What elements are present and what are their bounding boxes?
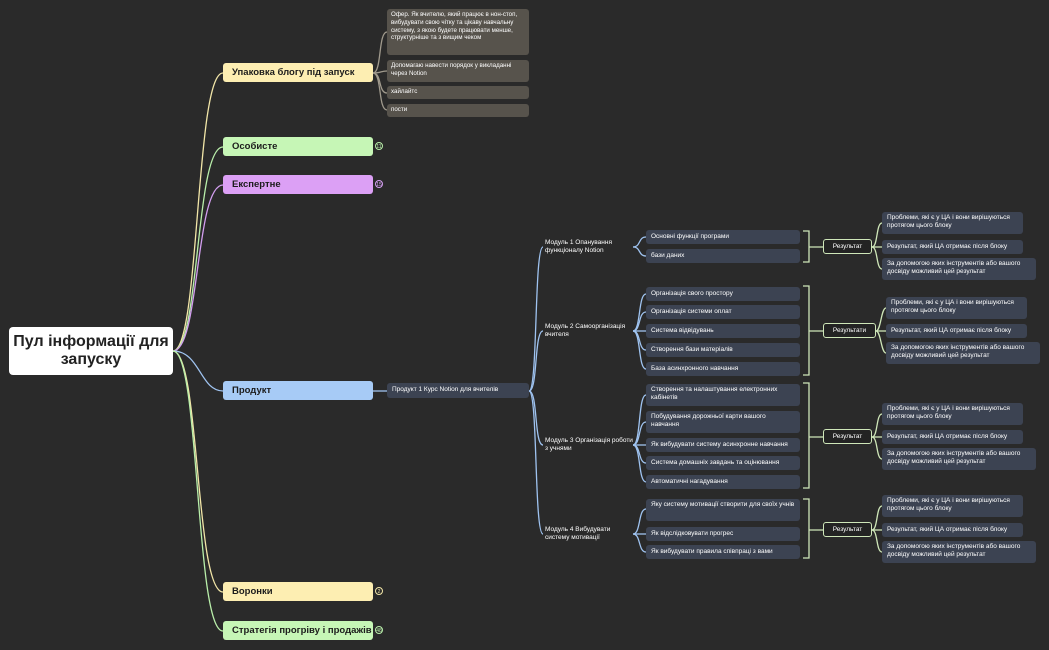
note-offer[interactable]: Офер. Як вчителю, який працює в нон-стоп… [387,9,529,55]
result-detail[interactable]: Результат, який ЦА отримає після блоку [886,324,1027,338]
result-detail[interactable]: Проблеми, які є у ЦА і вони вирішуються … [882,495,1023,517]
result-detail[interactable]: Проблеми, які є у ЦА і вони вирішуються … [882,403,1023,425]
result-node[interactable]: Результат [823,239,872,254]
note-notion-order[interactable]: Допомагаю навести порядок у викладанні ч… [387,60,529,82]
result-detail[interactable]: Результат, який ЦА отримає після блоку [882,430,1023,444]
course-node[interactable]: Продукт 1 Курс Notion для вчителів [387,383,529,398]
result-detail[interactable]: За допомогою яких інструментів або вашог… [882,258,1036,280]
collapsed-count-badge[interactable]: 2 [375,587,383,595]
result-node[interactable]: Результати [823,323,876,338]
module-item[interactable]: Організація системи оплат [646,305,800,319]
root-node[interactable]: Пул інформації для запуску [9,327,173,375]
result-detail[interactable]: Результат, який ЦА отримає після блоку [882,523,1023,537]
module-2[interactable]: Модуль 2 Самоорганізація вчителя [545,323,626,338]
collapsed-count-badge[interactable]: 11 [375,142,383,150]
result-detail[interactable]: Результат, який ЦА отримає після блоку [882,240,1023,254]
module-item[interactable]: Як вибудувати систему асинхронне навчанн… [646,438,800,452]
result-detail[interactable]: Проблеми, які є у ЦА і вони вирішуються … [886,297,1027,319]
topic-voronky[interactable]: Воронки [223,582,373,601]
module-item[interactable]: Як відслідковувати прогрес [646,527,800,541]
result-detail[interactable]: За допомогою яких інструментів або вашог… [882,448,1036,470]
result-detail[interactable]: За допомогою яких інструментів або вашог… [882,541,1036,563]
collapsed-count-badge[interactable]: 48 [375,626,383,634]
module-item[interactable]: бази даних [646,249,800,263]
topic-upakovka[interactable]: Упаковка блогу під запуск [223,63,373,82]
module-item[interactable]: Система домашніх завдань та оцінювання [646,456,800,470]
module-item[interactable]: Автоматичні нагадування [646,475,800,489]
module-item[interactable]: Як вибудувати правила співпраці з вами [646,545,800,559]
topic-osobyste[interactable]: Особисте [223,137,373,156]
module-item[interactable]: Створення та налаштування електронних ка… [646,384,800,406]
module-4[interactable]: Модуль 4 Вибудувати систему мотивації [545,526,611,541]
module-item[interactable]: Створення бази матеріалів [646,343,800,357]
module-3[interactable]: Модуль 3 Організація роботи з учнями [545,437,633,452]
result-node[interactable]: Результат [823,429,872,444]
module-item[interactable]: Організація свого простору [646,287,800,301]
result-detail[interactable]: За допомогою яких інструментів або вашог… [886,342,1040,364]
note-posts[interactable]: пости [387,104,529,117]
result-node[interactable]: Результат [823,522,872,537]
module-item[interactable]: Система відвідувань [646,324,800,338]
module-item[interactable]: Яку систему мотивації створити для своїх… [646,499,800,521]
module-1[interactable]: Модуль 1 Опанування функціоналу Notion [545,239,612,254]
topic-produkt[interactable]: Продукт [223,381,373,400]
topic-stratehiia[interactable]: Стратегія прогріву і продажів [223,621,373,640]
note-highlights[interactable]: хайлайтс [387,86,529,99]
module-item[interactable]: Основні функції програми [646,230,800,244]
topic-ekspertne[interactable]: Експертне [223,175,373,194]
result-detail[interactable]: Проблеми, які є у ЦА і вони вирішуються … [882,212,1023,234]
module-item[interactable]: Побудування дорожньої карти вашого навча… [646,411,800,433]
collapsed-count-badge[interactable]: 15 [375,180,383,188]
module-item[interactable]: База асинхронного навчання [646,362,800,376]
